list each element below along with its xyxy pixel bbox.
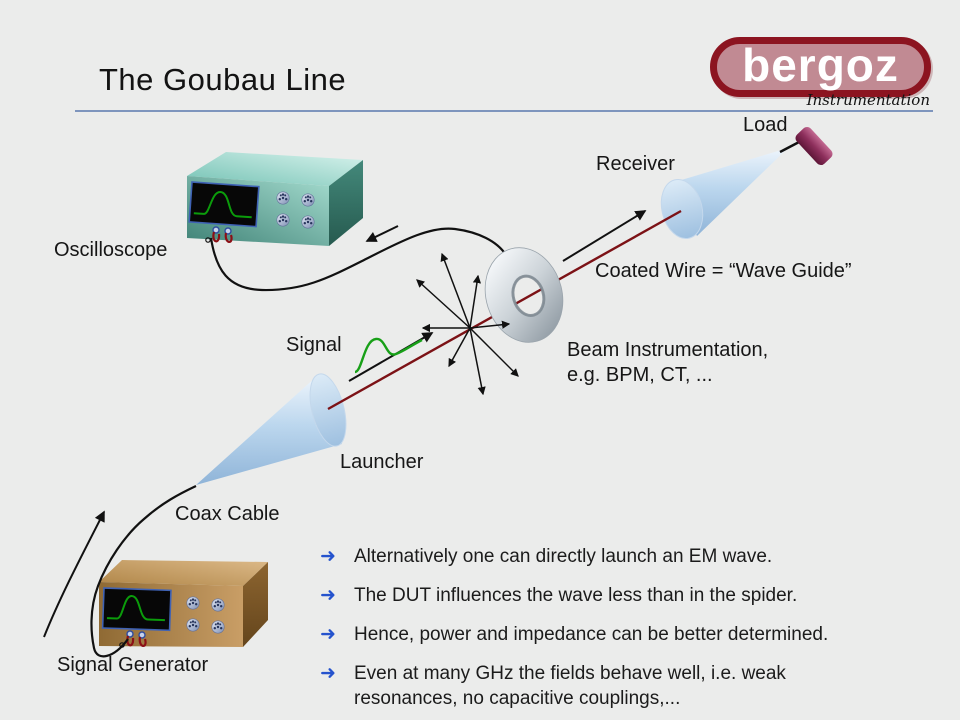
beam-instrumentation-label: Beam Instrumentation, e.g. BPM, CT, ... xyxy=(567,339,769,386)
page-title: The Goubau Line xyxy=(99,62,347,97)
bullet-text: Hence, power and impedance can be better… xyxy=(354,624,829,645)
load-label: Load xyxy=(743,114,788,136)
bergoz-logo: bergoz xyxy=(710,37,931,97)
receiver-label: Receiver xyxy=(596,153,675,175)
coax-cable-line xyxy=(90,485,197,658)
bergoz-logo-subtext: Instrumentation xyxy=(806,91,930,109)
signal-label: Signal xyxy=(286,334,342,356)
bullet-arrow-icon: ➜ xyxy=(320,585,336,606)
bullet-item: ➜ Even at many GHz the fields behave wel… xyxy=(320,661,958,711)
generator-screen xyxy=(101,587,172,632)
bullet-item: ➜ The DUT influences the wave less than … xyxy=(320,583,958,608)
bullet-item: ➜ Hence, power and impedance can be bett… xyxy=(320,622,958,647)
knob-icon xyxy=(301,193,315,207)
field-lines xyxy=(416,252,519,396)
generator-pulse-icon xyxy=(106,594,165,622)
bullet-list: ➜ Alternatively one can directly launch … xyxy=(320,544,958,720)
oscilloscope-label: Oscilloscope xyxy=(54,239,168,261)
title-rule xyxy=(75,110,933,112)
bergoz-logo-text: bergoz xyxy=(742,39,899,91)
knob-icon xyxy=(186,618,200,632)
coax-cable-label: Coax Cable xyxy=(175,503,280,525)
coax-direction-arrow-icon xyxy=(43,510,105,638)
beam-instrumentation-ring xyxy=(484,247,564,343)
launcher-cone xyxy=(196,373,347,485)
bullet-item: ➜ Alternatively one can directly launch … xyxy=(320,544,958,569)
wave-arrow-receiver-icon xyxy=(562,210,647,262)
bullet-text: Even at many GHz the fields behave well,… xyxy=(354,663,786,709)
knob-icon xyxy=(276,191,290,205)
bullet-text: The DUT influences the wave less than in… xyxy=(354,585,798,606)
scope-pulse-icon xyxy=(193,191,252,219)
scope-cable-arrow-icon xyxy=(365,225,399,242)
bullet-arrow-icon: ➜ xyxy=(320,663,336,684)
connector-loop-icon xyxy=(205,237,211,243)
receiver-cone xyxy=(660,148,788,240)
knob-icon xyxy=(211,620,225,634)
bullet-arrow-icon: ➜ xyxy=(320,624,336,645)
load-graphic xyxy=(779,126,833,166)
oscilloscope-screen xyxy=(188,181,260,228)
knob-icon xyxy=(276,213,290,227)
coated-wire-label: Coated Wire = “Wave Guide” xyxy=(595,260,852,282)
oscilloscope-graphic xyxy=(187,152,363,246)
knob-icon xyxy=(211,598,225,612)
signal-pulse-icon xyxy=(354,337,423,374)
launcher-label: Launcher xyxy=(340,451,424,473)
scope-cable-line xyxy=(209,227,507,292)
scope-jumper-wire xyxy=(212,231,233,243)
generator-jumper-wire xyxy=(126,635,147,647)
bullet-arrow-icon: ➜ xyxy=(320,546,336,567)
signal-generator-label: Signal Generator xyxy=(57,654,209,676)
knob-icon xyxy=(186,596,200,610)
bullet-text: Alternatively one can directly launch an… xyxy=(354,546,773,567)
knob-icon xyxy=(301,215,315,229)
signal-generator-graphic xyxy=(99,560,268,648)
